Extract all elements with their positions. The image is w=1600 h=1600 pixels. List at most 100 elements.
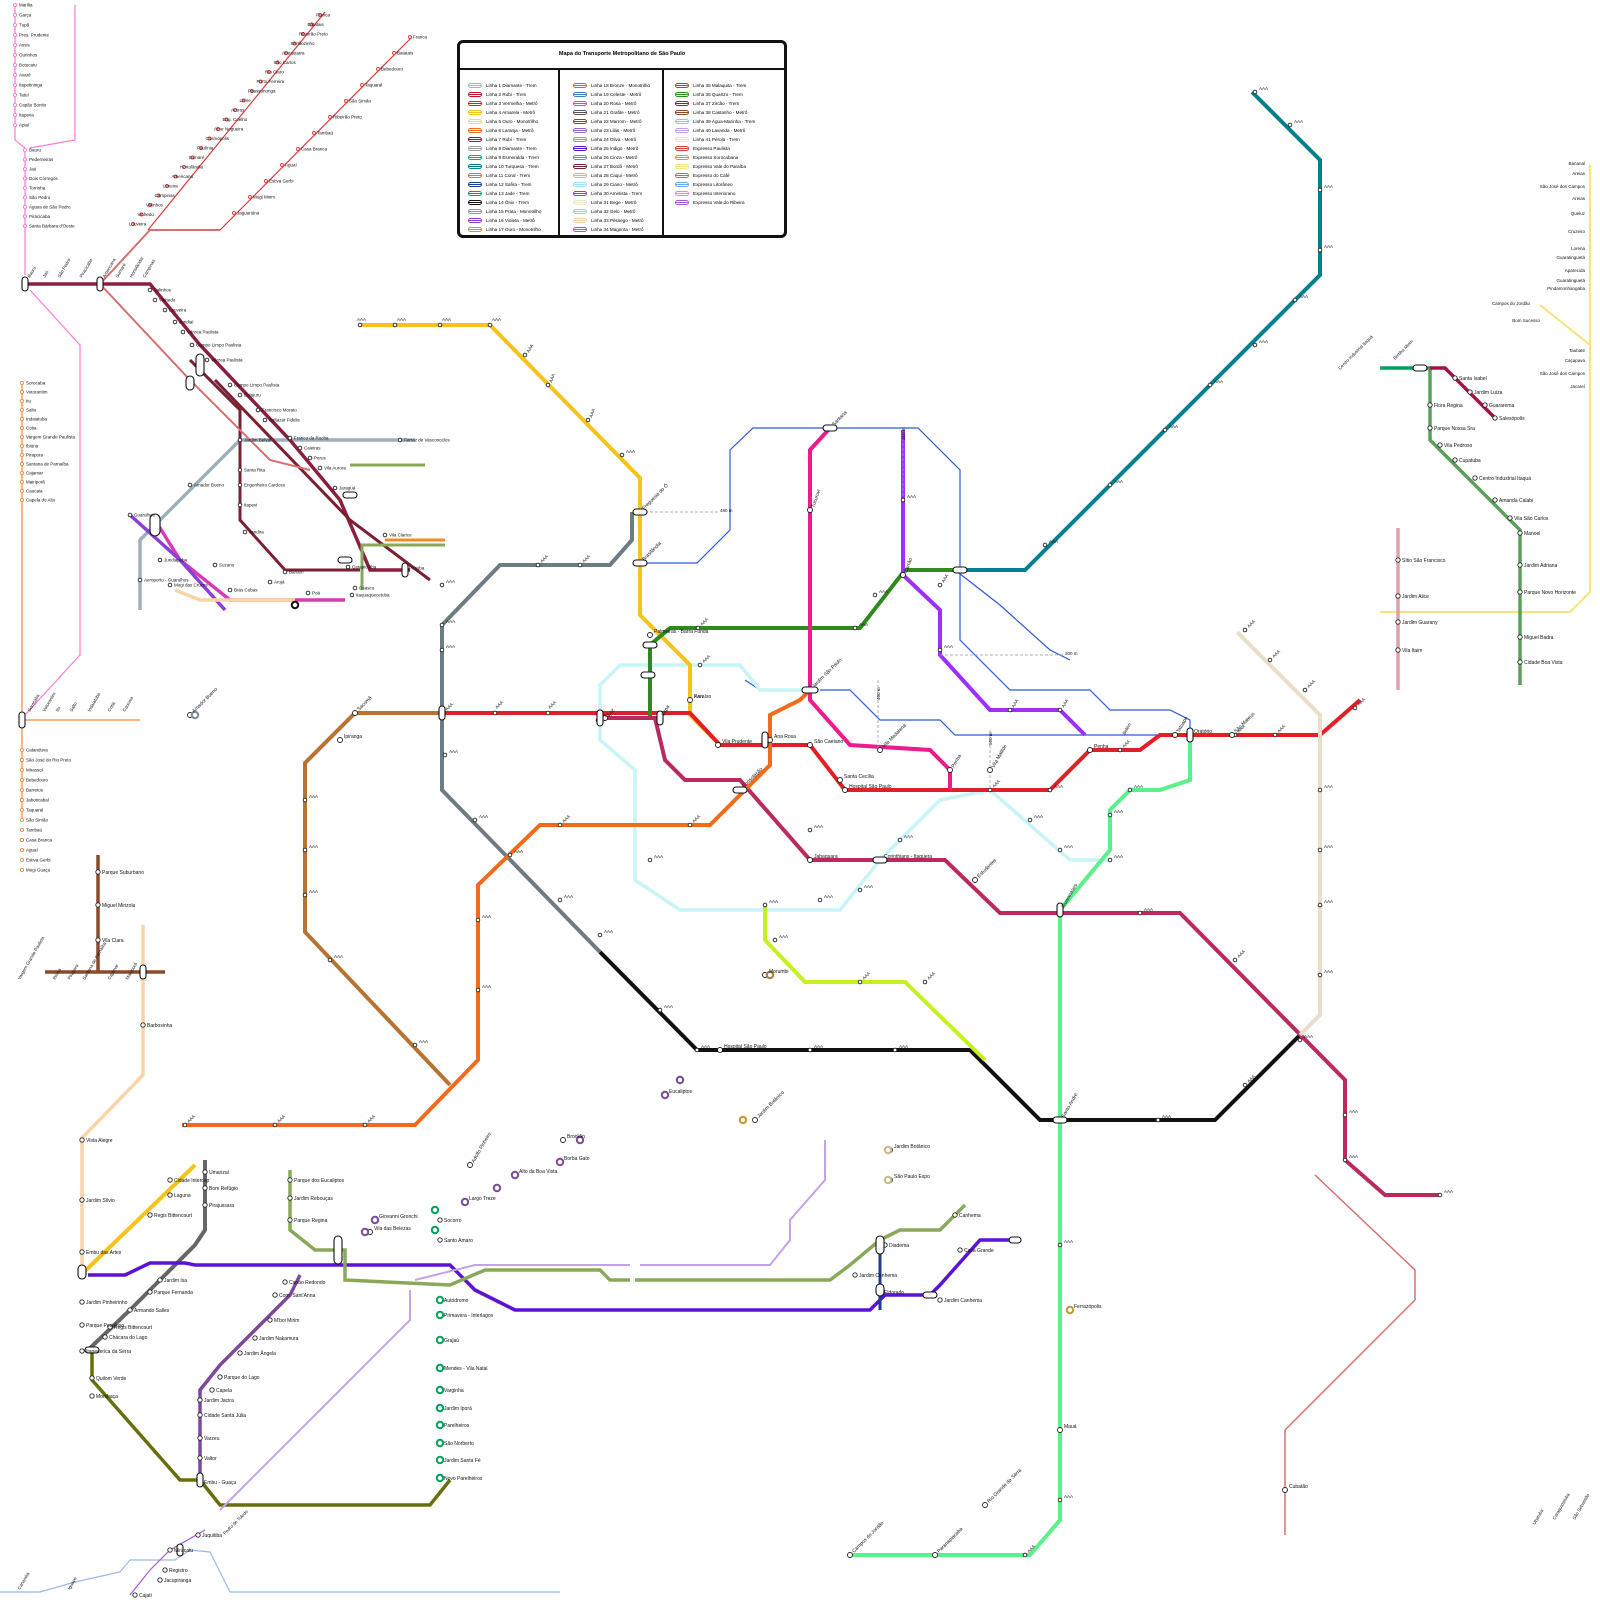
station-dot[interactable] — [1273, 733, 1277, 737]
interchange-marker[interactable] — [97, 277, 103, 291]
planned-station-marker[interactable] — [437, 1297, 443, 1303]
station-dot[interactable] — [238, 393, 242, 397]
station-dot[interactable] — [1518, 660, 1522, 664]
station-dot[interactable] — [948, 768, 953, 773]
station-dot[interactable] — [1518, 590, 1522, 594]
line-celeste[interactable] — [640, 428, 1190, 735]
station-dot[interactable] — [133, 1593, 137, 1597]
station-dot[interactable] — [1298, 1038, 1302, 1042]
line-ametista[interactable] — [903, 430, 1085, 735]
station-dot[interactable] — [210, 1388, 214, 1392]
station-dot[interactable] — [183, 1123, 187, 1127]
station-dot[interactable] — [13, 13, 16, 16]
station-dot[interactable] — [1253, 90, 1257, 94]
station-dot[interactable] — [1518, 531, 1522, 535]
station-dot[interactable] — [923, 980, 927, 984]
station-dot[interactable] — [128, 1308, 132, 1312]
station-dot[interactable] — [263, 418, 267, 422]
station-dot[interactable] — [268, 1318, 272, 1322]
station-dot[interactable] — [238, 468, 242, 472]
station-dot[interactable] — [413, 1043, 417, 1047]
station-dot[interactable] — [1156, 1118, 1160, 1122]
line-light-blue[interactable] — [0, 1550, 560, 1592]
station-dot[interactable] — [586, 418, 590, 422]
station-dot[interactable] — [848, 1553, 853, 1558]
station-dot[interactable] — [546, 711, 550, 715]
station-dot[interactable] — [228, 383, 232, 387]
station-dot[interactable] — [13, 33, 16, 36]
station-dot[interactable] — [168, 1548, 172, 1552]
station-dot[interactable] — [328, 958, 332, 962]
station-dot[interactable] — [228, 588, 232, 592]
planned-station-marker[interactable] — [677, 1077, 683, 1083]
interchange-marker[interactable] — [19, 712, 25, 728]
station-dot[interactable] — [1318, 788, 1322, 792]
interchange-marker[interactable] — [140, 965, 146, 979]
station-dot[interactable] — [873, 593, 877, 597]
station-dot[interactable] — [858, 888, 862, 892]
planned-station-marker[interactable] — [494, 1185, 500, 1191]
planned-station-marker[interactable] — [372, 1217, 378, 1223]
station-dot[interactable] — [203, 1170, 207, 1174]
station-dot[interactable] — [20, 758, 23, 761]
station-dot[interactable] — [1088, 748, 1093, 753]
station-dot[interactable] — [308, 456, 312, 460]
line-bronze[interactable] — [305, 713, 450, 1085]
station-dot[interactable] — [843, 788, 848, 793]
station-dot[interactable] — [558, 898, 562, 902]
station-dot[interactable] — [536, 563, 540, 567]
station-dot[interactable] — [468, 1163, 473, 1168]
station-dot[interactable] — [13, 23, 16, 26]
station-dot[interactable] — [80, 1250, 84, 1254]
station-dot[interactable] — [20, 818, 23, 821]
station-dot[interactable] — [238, 503, 242, 507]
station-dot[interactable] — [377, 68, 380, 71]
station-dot[interactable] — [96, 903, 100, 907]
station-dot[interactable] — [20, 489, 23, 492]
station-dot[interactable] — [1428, 426, 1432, 430]
station-dot[interactable] — [1396, 620, 1400, 624]
station-dot[interactable] — [256, 408, 260, 412]
station-dot[interactable] — [1318, 903, 1322, 907]
station-dot[interactable] — [181, 330, 185, 334]
station-dot[interactable] — [393, 323, 397, 327]
station-dot[interactable] — [1058, 708, 1062, 712]
station-dot[interactable] — [205, 358, 209, 362]
station-dot[interactable] — [80, 1323, 84, 1327]
station-dot[interactable] — [361, 84, 364, 87]
station-dot[interactable] — [1508, 516, 1512, 520]
station-dot[interactable] — [163, 308, 167, 312]
station-dot[interactable] — [273, 1123, 277, 1127]
station-dot[interactable] — [13, 53, 16, 56]
station-dot[interactable] — [20, 408, 23, 411]
station-dot[interactable] — [473, 818, 477, 822]
station-dot[interactable] — [383, 533, 387, 537]
station-dot[interactable] — [1163, 428, 1167, 432]
station-dot[interactable] — [438, 323, 442, 327]
line-expresso-sorocabana[interactable] — [22, 383, 140, 818]
station-dot[interactable] — [23, 148, 26, 151]
planned-station-marker[interactable] — [662, 1092, 668, 1098]
station-dot[interactable] — [23, 205, 26, 208]
interchange-marker[interactable] — [876, 1284, 884, 1296]
station-dot[interactable] — [858, 980, 862, 984]
station-dot[interactable] — [938, 1298, 942, 1302]
station-dot[interactable] — [346, 565, 350, 569]
station-dot[interactable] — [493, 711, 497, 715]
station-dot[interactable] — [1473, 476, 1477, 480]
station-dot[interactable] — [443, 753, 447, 757]
station-dot[interactable] — [13, 93, 16, 96]
station-dot[interactable] — [148, 1290, 152, 1294]
station-dot[interactable] — [23, 177, 26, 180]
station-dot[interactable] — [20, 471, 23, 474]
station-dot[interactable] — [13, 83, 16, 86]
interchange-marker[interactable] — [876, 1236, 884, 1254]
station-dot[interactable] — [983, 1503, 988, 1508]
station-dot[interactable] — [363, 1123, 367, 1127]
station-dot[interactable] — [283, 1280, 287, 1284]
station-dot[interactable] — [1343, 1113, 1347, 1117]
station-dot[interactable] — [273, 1293, 277, 1297]
station-dot[interactable] — [1493, 498, 1497, 502]
station-dot[interactable] — [80, 1198, 84, 1202]
